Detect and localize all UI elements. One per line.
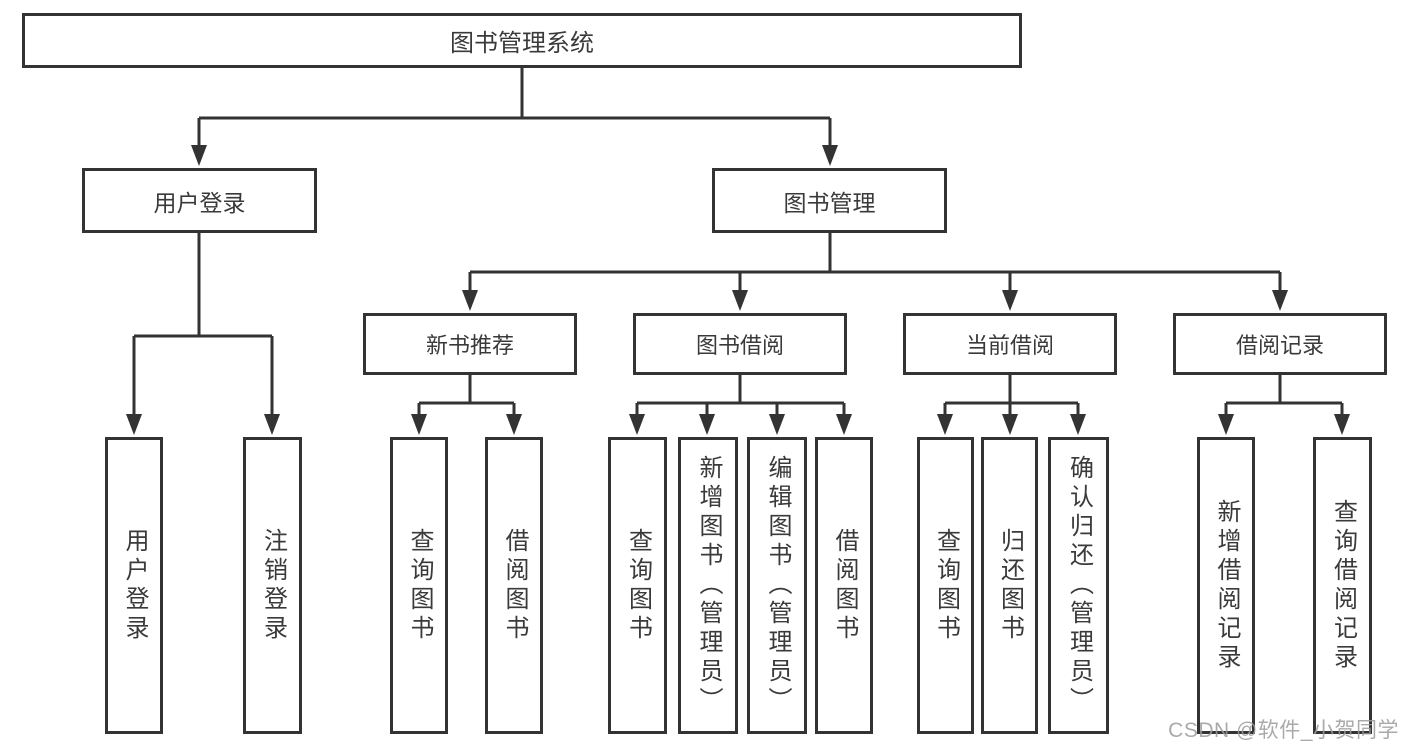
node-leaf-query-books-recommend-label: 查询图书 [406, 527, 433, 644]
node-new-book-recommendation: 新书推荐 [363, 313, 577, 375]
node-leaf-logout: 注销登录 [243, 437, 302, 734]
node-book-borrowing-label: 图书借阅 [695, 333, 784, 358]
node-leaf-borrow-books-recommend-label: 借阅图书 [501, 527, 528, 644]
node-leaf-edit-book-admin: 编辑图书（管理员） [747, 437, 807, 734]
node-leaf-query-books-recommend: 查询图书 [390, 437, 448, 734]
node-borrowing-records-label: 借阅记录 [1235, 333, 1324, 358]
node-leaf-confirm-return-admin-label: 确认归还（管理员） [1065, 455, 1093, 716]
node-leaf-return-books: 归还图书 [981, 437, 1038, 734]
node-user-login: 用户登录 [82, 168, 317, 233]
node-borrowing-records: 借阅记录 [1173, 313, 1387, 375]
node-leaf-query-borrow-record: 查询借阅记录 [1313, 437, 1372, 734]
node-user-login-label: 用户登录 [153, 189, 246, 216]
node-root: 图书管理系统 [22, 13, 1022, 68]
node-leaf-add-book-admin-label: 新增图书（管理员） [695, 455, 722, 716]
node-leaf-add-borrow-record-label: 新增借阅记录 [1213, 498, 1240, 673]
node-leaf-user-login-label: 用户登录 [121, 527, 148, 644]
node-leaf-logout-label: 注销登录 [259, 527, 287, 644]
node-book-borrowing: 图书借阅 [633, 313, 847, 375]
node-leaf-borrow-books-label: 借阅图书 [831, 527, 858, 644]
node-leaf-query-books-current: 查询图书 [917, 437, 974, 734]
node-leaf-query-books-borrow: 查询图书 [608, 437, 667, 734]
node-root-label: 图书管理系统 [450, 30, 594, 57]
node-leaf-confirm-return-admin: 确认归还（管理员） [1048, 437, 1109, 734]
node-book-management-label: 图书管理 [783, 189, 876, 216]
watermark: CSDN @软件_小贺同学 [1168, 719, 1399, 742]
node-current-borrowing-label: 当前借阅 [965, 333, 1054, 358]
node-leaf-query-books-current-label: 查询图书 [932, 527, 960, 644]
node-current-borrowing: 当前借阅 [903, 313, 1117, 375]
node-leaf-edit-book-admin-label: 编辑图书（管理员） [764, 455, 791, 716]
node-leaf-add-book-admin: 新增图书（管理员） [678, 437, 738, 734]
node-new-book-recommendation-label: 新书推荐 [425, 333, 514, 358]
node-leaf-borrow-books-recommend: 借阅图书 [485, 437, 543, 734]
node-book-management: 图书管理 [712, 168, 947, 233]
node-leaf-query-books-borrow-label: 查询图书 [624, 527, 652, 644]
node-leaf-query-borrow-record-label: 查询借阅记录 [1329, 498, 1357, 673]
node-leaf-return-books-label: 归还图书 [996, 527, 1024, 644]
node-leaf-user-login: 用户登录 [105, 437, 163, 734]
node-leaf-add-borrow-record: 新增借阅记录 [1197, 437, 1255, 734]
node-leaf-borrow-books: 借阅图书 [815, 437, 873, 734]
